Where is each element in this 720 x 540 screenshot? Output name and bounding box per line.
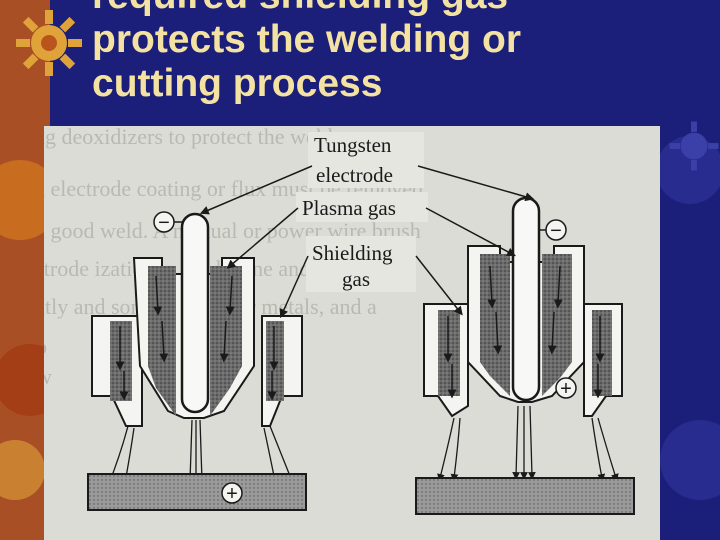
positive-symbol: + <box>226 483 238 505</box>
right-shield-channel <box>438 310 460 396</box>
bg-text-line: ng deoxidizers to protect the weld <box>44 126 333 149</box>
diagram-labels: Tungsten electrode Plasma gas Shielding … <box>302 133 396 291</box>
label-shielding: Shielding <box>312 241 393 265</box>
title-line-2: protects the welding or <box>92 18 522 61</box>
left-positive-terminal <box>221 482 243 504</box>
right-plasma-gas-region-r <box>542 254 572 396</box>
left-workpiece <box>87 473 307 511</box>
title-line-1: required shielding gas <box>92 0 692 18</box>
label-gas: gas <box>342 267 370 291</box>
right-positive-terminal <box>555 377 577 399</box>
background-text: ng deoxidizers to protect the weld d ele… <box>44 126 423 389</box>
leader-lines <box>199 165 535 319</box>
label-plasma-gas: Plasma gas <box>302 196 396 220</box>
slide-title: required shielding gas protects the weld… <box>92 0 692 106</box>
negative-symbol: − <box>158 212 170 234</box>
negative-symbol: − <box>550 220 562 242</box>
bg-text-line: w <box>44 364 52 389</box>
left-shield-channel <box>110 321 132 401</box>
bg-text-line: o <box>44 334 47 359</box>
right-workpiece <box>415 477 635 515</box>
positive-symbol: + <box>560 378 572 400</box>
gear-icon <box>16 10 82 76</box>
left-shield-channel-r <box>266 321 284 401</box>
title-line-3: cutting process <box>92 62 383 105</box>
left-plasma-gas-region-r <box>210 266 242 416</box>
right-plasma-gas-region <box>480 254 510 396</box>
right-torch: + − <box>415 196 635 515</box>
right-tungsten-electrode <box>511 196 541 402</box>
right-shield-channel-r <box>592 310 612 396</box>
left-tungsten-electrode <box>180 212 210 414</box>
label-tungsten: Tungsten <box>314 133 392 157</box>
gear-icon-right <box>669 121 719 171</box>
left-torch: + − <box>87 211 307 511</box>
label-electrode: electrode <box>316 163 393 187</box>
plasma-torch-diagram: ng deoxidizers to protect the weld d ele… <box>44 126 660 540</box>
left-plasma-gas-region <box>148 266 176 416</box>
